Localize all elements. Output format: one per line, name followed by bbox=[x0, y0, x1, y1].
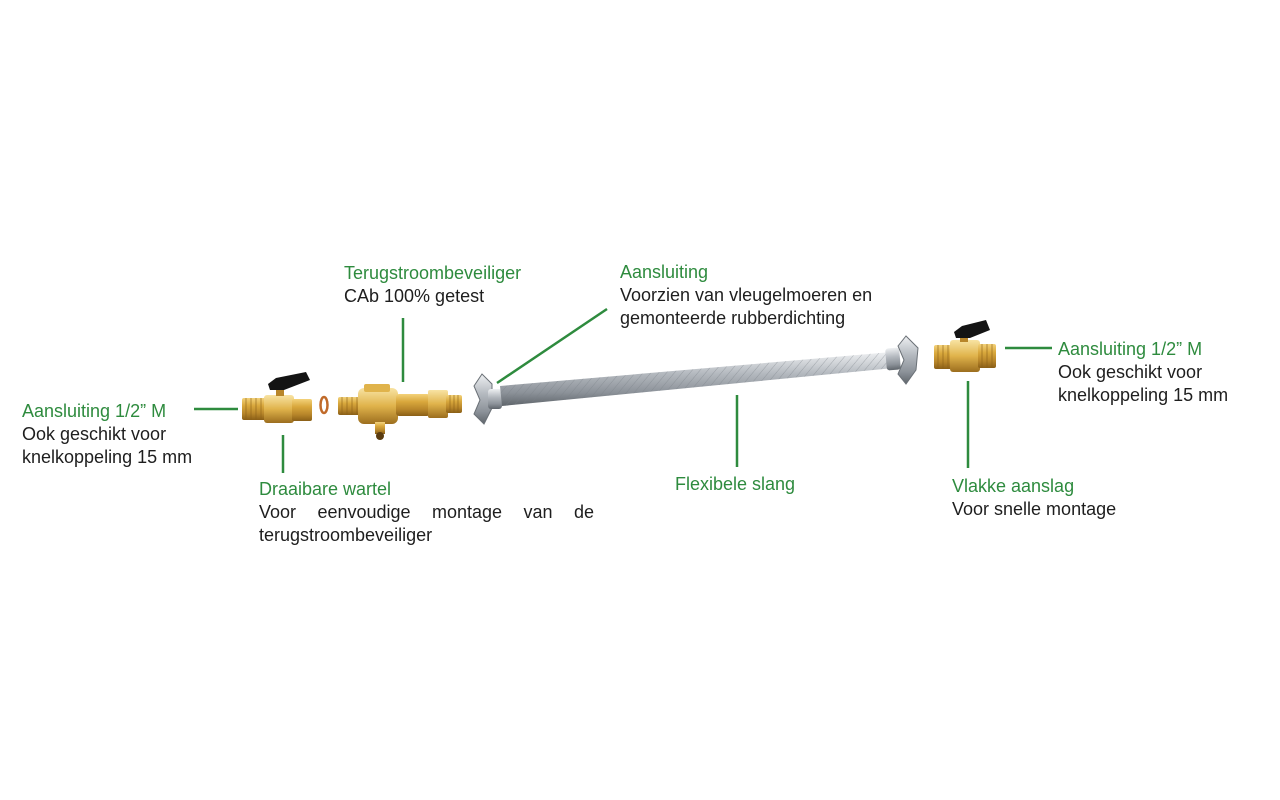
label-flexible-hose: Flexibele slang bbox=[675, 473, 795, 496]
label-text: knelkoppeling 15 mm bbox=[22, 447, 193, 467]
label-text: Ook geschikt voor bbox=[1058, 362, 1203, 382]
label-flat-stop: Vlakke aanslag Voor snelle montage bbox=[952, 475, 1116, 521]
backflow-preventer bbox=[338, 384, 462, 440]
right-wing-nut-icon bbox=[897, 335, 919, 385]
label-text: terugstroombeveiliger bbox=[259, 525, 433, 545]
copper-gasket bbox=[319, 395, 329, 415]
label-text: gemonteerde rubberdichting bbox=[620, 308, 846, 328]
label-backflow-preventer: Terugstroombeveiliger CAb 100% getest bbox=[344, 262, 521, 308]
label-title: Draaibare wartel bbox=[259, 479, 392, 499]
label-title: Flexibele slang bbox=[675, 474, 796, 494]
label-title: Aansluiting bbox=[620, 262, 709, 282]
left-wing-nut-icon bbox=[473, 373, 493, 425]
label-title: Terugstroombeveiliger bbox=[344, 263, 522, 283]
label-text: CAb 100% getest bbox=[344, 286, 485, 306]
label-text: Voor snelle montage bbox=[952, 499, 1117, 519]
label-swivel: Draaibare wartel Voor eenvoudige montage… bbox=[259, 478, 594, 547]
flexible-hose bbox=[473, 335, 919, 425]
label-title: Aansluiting 1/2” M bbox=[1058, 339, 1203, 359]
label-text: Voorzien van vleugelmoeren en bbox=[620, 285, 873, 305]
left-ball-valve bbox=[242, 372, 312, 423]
leader-hose-connection bbox=[496, 307, 608, 385]
label-title: Aansluiting 1/2” M bbox=[22, 401, 167, 421]
label-text: knelkoppeling 15 mm bbox=[1058, 385, 1229, 405]
label-left-connection: Aansluiting 1/2” M Ook geschikt voor kne… bbox=[22, 400, 192, 469]
leader-lines bbox=[194, 307, 1052, 473]
label-title: Vlakke aanslag bbox=[952, 476, 1075, 496]
black-handle-icon bbox=[268, 372, 310, 390]
label-hose-connection: Aansluiting Voorzien van vleugelmoeren e… bbox=[620, 261, 872, 330]
black-handle-icon bbox=[954, 320, 990, 338]
label-right-connection: Aansluiting 1/2” M Ook geschikt voor kne… bbox=[1058, 338, 1228, 407]
label-text: Voor eenvoudige montage van de bbox=[259, 502, 594, 522]
right-ball-valve bbox=[934, 320, 996, 372]
label-text: Ook geschikt voor bbox=[22, 424, 167, 444]
